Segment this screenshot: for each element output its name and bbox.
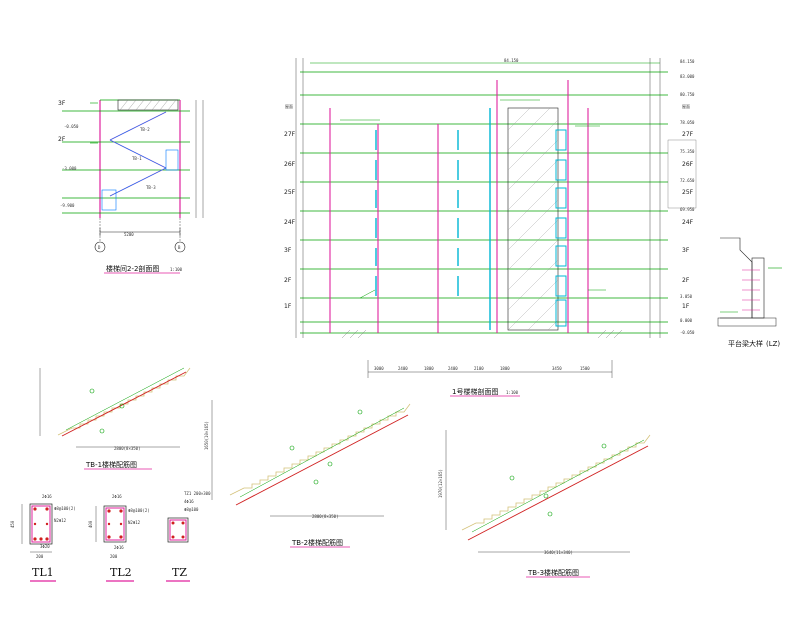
small-floor-3f: 3F — [58, 100, 66, 107]
small-axis-d: D — [98, 245, 101, 250]
main-elev-4: 75.350 — [680, 149, 695, 154]
main-top-elev: 84.150 — [504, 58, 519, 63]
main-floor-left-3: 25F — [284, 189, 296, 196]
tl2-side-bars: N2Φ12 — [128, 520, 141, 525]
main-elev-1: 83.000 — [680, 74, 695, 79]
tl1-width: 200 — [36, 554, 44, 559]
small-floor-2f: 2F — [58, 136, 66, 143]
tl1-height: 450 — [10, 520, 15, 528]
main-elevations: 84.150 83.000 80.750 78.050 75.350 72.65… — [504, 58, 695, 335]
tz-stirrups: Φ8@100 — [184, 507, 199, 512]
tb3-span-dim: 3640(11×340) — [544, 550, 573, 555]
main-floor-right-4: 24F — [682, 219, 694, 226]
tl2-height: 400 — [88, 520, 93, 528]
main-elev-2: 80.750 — [680, 92, 695, 97]
main-floor-right-0: 屋面 — [682, 103, 690, 109]
main-dim-1: 2400 — [398, 366, 408, 371]
tl2-bottom-bars: 2Φ16 — [114, 545, 124, 550]
main-dim-7: 1500 — [580, 366, 590, 371]
tl1-name: TL1 — [32, 566, 54, 579]
main-bottom-dims: 3000 2400 1800 2400 2100 1800 3450 1500 — [374, 366, 590, 371]
main-floor-right-2: 26F — [682, 161, 694, 168]
small-elev-1: -0.050 — [64, 124, 79, 129]
small-section-title: 楼梯间2-2剖面图 — [106, 264, 159, 273]
main-floor-left-6: 2F — [284, 277, 292, 284]
small-span-dim: 5200 — [124, 232, 134, 237]
small-label-tb1: TB-1 — [132, 156, 142, 161]
main-dim-2: 1800 — [424, 366, 434, 371]
main-floor-left-1: 27F — [284, 131, 296, 138]
tl1-side-bars: N2Φ12 — [54, 518, 67, 523]
main-floor-left-5: 3F — [284, 247, 292, 254]
tz-section — [167, 517, 189, 543]
tb1-title: TB-1楼梯配筋图 — [85, 460, 137, 469]
main-floor-labels: 屋面 27F 26F 25F 24F 3F 2F 1F 屋面 27F 26F 2… — [284, 103, 694, 310]
tb3-drawing — [445, 430, 651, 553]
main-dim-0: 3000 — [374, 366, 384, 371]
main-floor-right-7: 1F — [682, 303, 690, 310]
tz-name: TZ — [172, 566, 187, 579]
main-elev-9: -0.050 — [680, 330, 695, 335]
tb2-span-dim: 2800(8×350) — [312, 514, 339, 519]
small-label-tb2: TB-2 — [140, 127, 150, 132]
tl1-bottom-bars: 3Φ20 — [40, 544, 50, 549]
lz-detail-title: 平台梁大样 — [728, 339, 763, 348]
main-floor-left-2: 26F — [284, 161, 296, 168]
small-axis-b: B — [178, 245, 181, 250]
small-elev-3: -9.900 — [60, 203, 75, 208]
tl2-stirrups: Φ8@100(2) — [128, 508, 150, 513]
lz-detail-drawing — [717, 237, 782, 327]
main-section-scale: 1:100 — [506, 390, 519, 395]
tb1-span-dim: 2800(8×350) — [114, 446, 141, 451]
main-elev-3: 78.050 — [680, 120, 695, 125]
small-elev-2: -3.000 — [62, 166, 77, 171]
tb3-title: TB-3楼梯配筋图 — [527, 568, 579, 577]
main-floor-right-5: 3F — [682, 247, 690, 254]
tl2-section — [95, 505, 127, 543]
tl1-stirrups: Φ8@100(2) — [54, 506, 76, 511]
tb2-title: TB-2楼梯配筋图 — [291, 538, 343, 547]
main-section-drawing — [295, 58, 697, 378]
tb2-height-dim: 1650(10×165) — [204, 421, 209, 450]
main-elev-7: 3.050 — [680, 294, 693, 299]
main-dim-5: 1800 — [500, 366, 510, 371]
main-elev-6: 69.950 — [680, 207, 695, 212]
main-floor-right-1: 27F — [682, 131, 694, 138]
main-dim-4: 2100 — [474, 366, 484, 371]
main-floor-left-4: 24F — [284, 219, 296, 226]
tz-spec: TZ1 200×300 — [184, 491, 211, 496]
main-elev-8: 0.000 — [680, 318, 693, 323]
tl2-name: TL2 — [110, 566, 132, 579]
main-section-title: 1号楼梯剖面图 — [452, 387, 498, 396]
main-dim-3: 2400 — [448, 366, 458, 371]
main-dim-6: 3450 — [552, 366, 562, 371]
small-section-scale: 1:100 — [170, 267, 183, 272]
tl1-top-bars: 2Φ16 — [42, 494, 52, 499]
tz-bars: 4Φ16 — [184, 499, 194, 504]
main-elev-0: 84.150 — [680, 59, 695, 64]
small-label-tb3: TB-3 — [146, 185, 156, 190]
tb1-drawing — [39, 367, 191, 448]
tl2-width: 200 — [110, 554, 118, 559]
main-floor-left-0: 屋面 — [285, 103, 293, 109]
lz-detail-tag: (LZ) — [766, 340, 780, 348]
main-floor-left-7: 1F — [284, 303, 292, 310]
main-floor-right-6: 2F — [682, 277, 690, 284]
small-section-drawing — [62, 99, 204, 253]
tl1-section — [21, 503, 53, 553]
tb2-drawing — [211, 400, 411, 517]
tl2-top-bars: 2Φ16 — [112, 494, 122, 499]
main-floor-right-3: 25F — [682, 189, 694, 196]
tb3-height-dim: 1970(12×165) — [438, 469, 443, 498]
main-elev-5: 72.650 — [680, 178, 695, 183]
